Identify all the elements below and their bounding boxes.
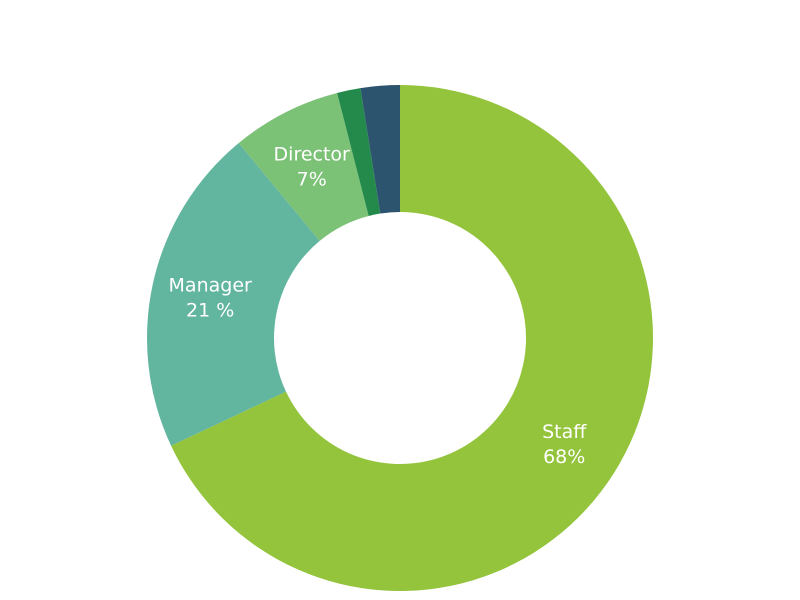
- slice-label-director: Director 7%: [274, 144, 351, 191]
- slice-director: [238, 92, 369, 241]
- slice-label-name: Director: [274, 144, 351, 166]
- slice-label-manager: Manager 21 %: [169, 275, 252, 322]
- slice-label-staff: Staff 68%: [542, 421, 587, 468]
- slice-label-value: 21 %: [186, 300, 234, 322]
- slice-label-value: 68%: [543, 446, 585, 468]
- slice-label-name: Staff: [542, 421, 587, 443]
- donut-slices: [146, 85, 654, 591]
- slice-staff: [171, 85, 654, 591]
- slice-labels: Staff 68% Manager 21 % Director 7%: [169, 144, 588, 469]
- slice-unlabeled-4: [360, 85, 400, 214]
- slice-manager: [146, 143, 320, 446]
- slice-label-value: 7%: [297, 169, 327, 191]
- slice-unlabeled-3: [337, 88, 381, 216]
- slice-label-name: Manager: [169, 275, 252, 297]
